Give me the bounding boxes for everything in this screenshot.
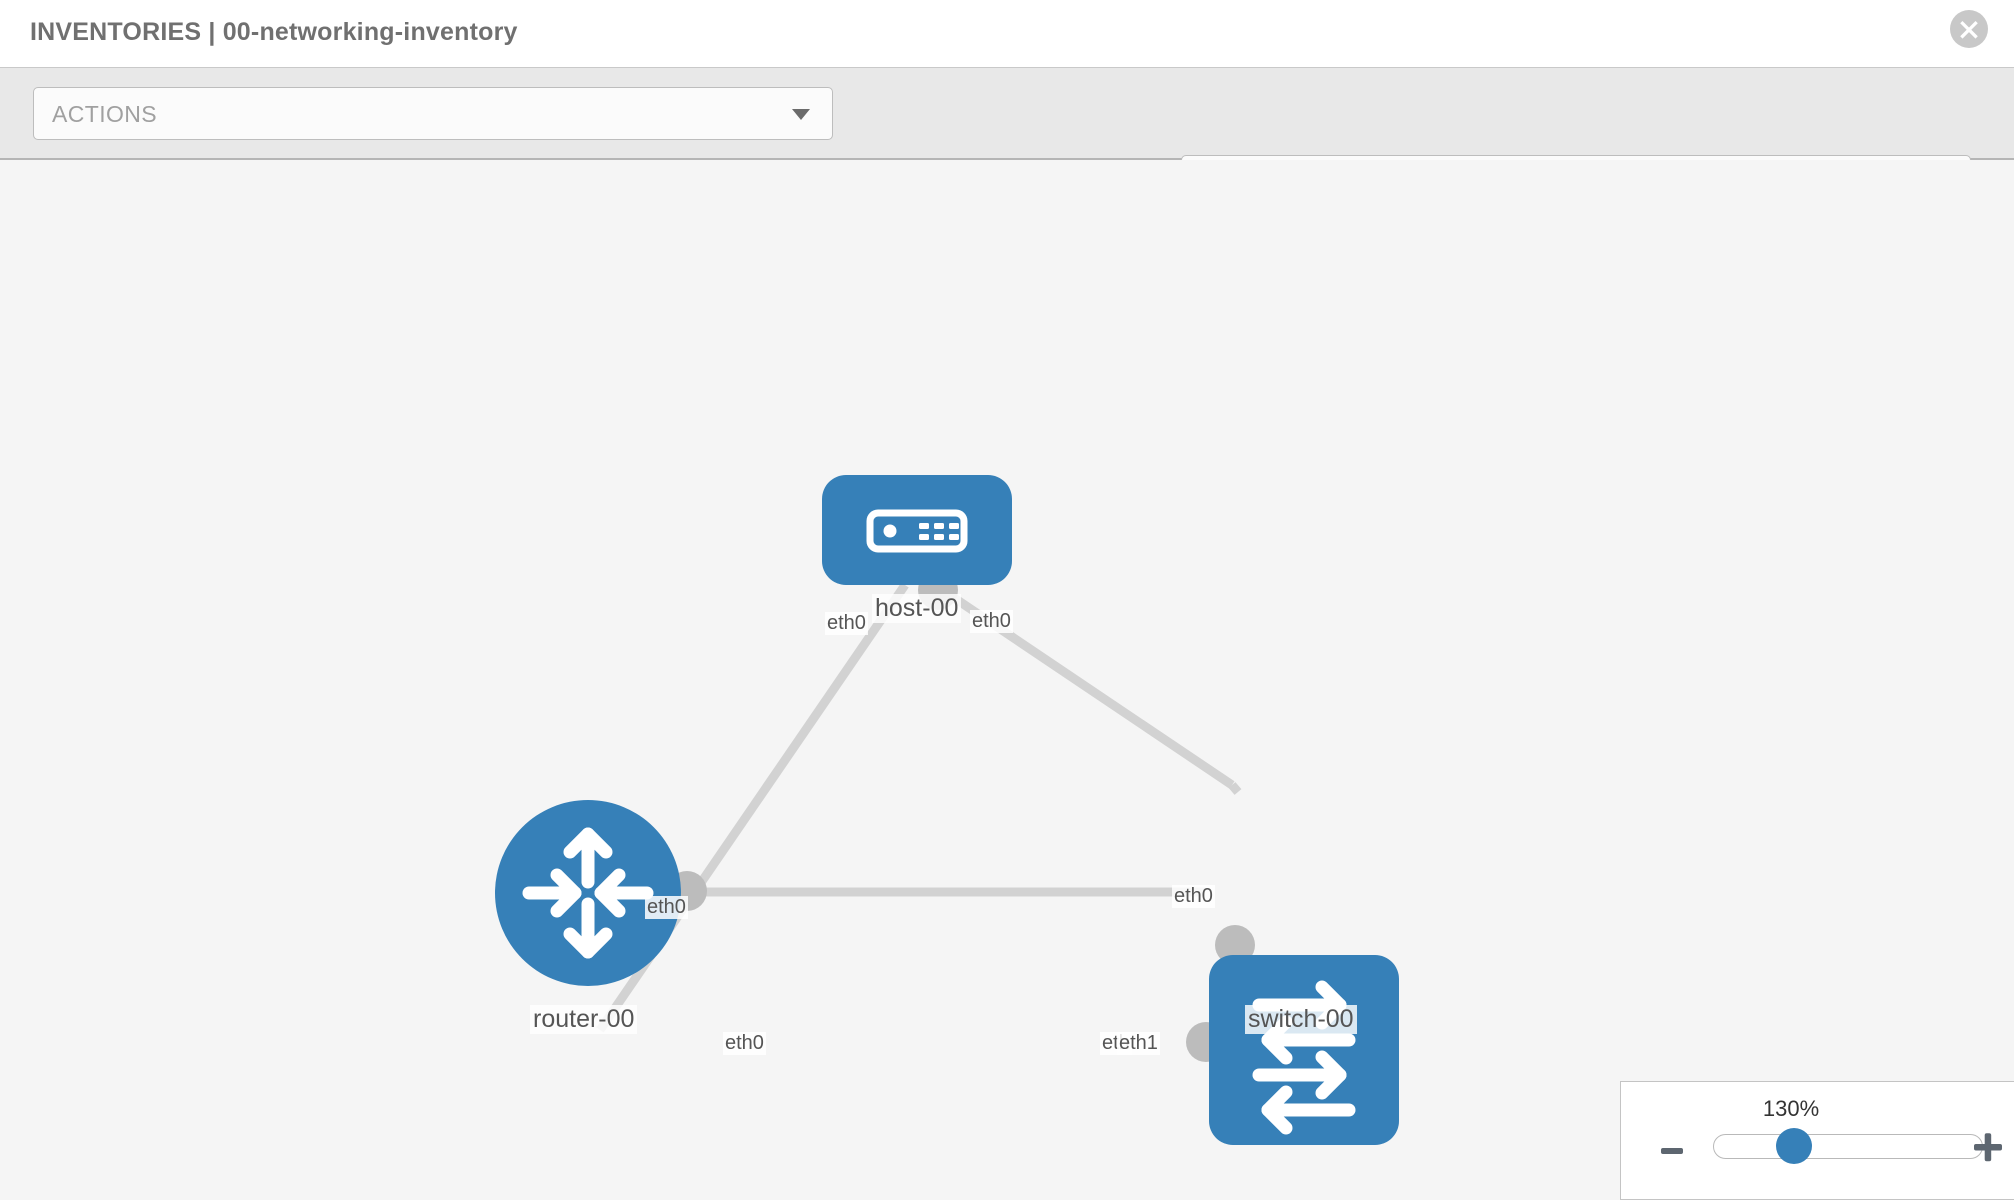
switch-arrows-icon [1252,980,1356,1135]
topology-graph: host-00 eth0 eth0 [0,160,2014,1200]
iface-label-router-right: eth0 [723,1032,766,1055]
node-host-00[interactable] [822,475,1012,585]
iface-label-host-left: eth0 [825,612,868,635]
node-switch-00[interactable] [1209,955,1399,1145]
iface-label-router-up: eth0 [645,896,688,919]
zoom-in-button[interactable] [1971,1130,2005,1169]
zoom-slider-thumb[interactable] [1776,1128,1812,1164]
topology-canvas[interactable]: host-00 eth0 eth0 [0,160,2014,1200]
node-label-router-00: router-00 [530,1005,638,1034]
chevron-down-icon [792,109,810,120]
window-header: INVENTORIES | 00-networking-inventory [0,0,2014,68]
actions-dropdown-label: ACTIONS [52,101,158,127]
page-title: INVENTORIES | 00-networking-inventory [30,18,518,46]
topology-links [596,581,1242,1033]
node-label-switch-00: switch-00 [1245,1005,1357,1034]
zoom-slider-track[interactable] [1713,1134,1983,1159]
server-icon [866,509,968,553]
iface-label-switch-up: eth0 [1172,885,1215,908]
iface-label-switch-left: eth1 [1117,1032,1160,1055]
router-arrows-icon [522,827,654,959]
zoom-level-label: 130% [1762,1096,1820,1121]
iface-label-host-right: eth0 [970,610,1013,633]
link-host-switch-b [1228,782,1242,795]
zoom-out-button[interactable] [1659,1138,1685,1169]
close-icon[interactable] [1950,10,1988,48]
actions-dropdown[interactable]: ACTIONS [33,87,833,140]
node-label-host-00: host-00 [872,594,962,623]
zoom-control-panel: 130% [1620,1081,2014,1200]
node-router-00[interactable] [495,800,681,986]
toolbar: ACTIONS SEARCH [0,68,2014,208]
